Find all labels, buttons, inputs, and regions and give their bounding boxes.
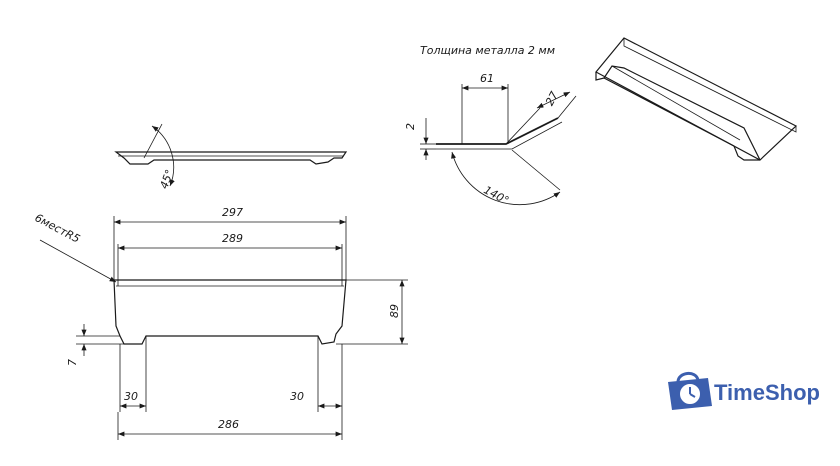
section-thickness-label: 2 [404,123,417,130]
section-flange-label: 27 [543,89,561,107]
side-view: 45° [114,123,348,191]
cross-section: 61 27 2 140° [404,72,577,207]
notch-height-label: 7 [66,359,79,366]
section-width-label: 61 [480,72,494,85]
notch-right-label: 30 [290,390,304,403]
logo-text: TimeShop [714,380,820,405]
isometric-view [595,37,798,161]
timeshop-logo[interactable]: TimeShop [668,372,820,410]
front-view: 297 289 6местR5 89 7 30 30 286 [33,206,408,440]
section-angle-label: 140° [482,183,512,207]
overall-width-label: 297 [222,206,243,219]
shopping-bag-clock-icon [668,372,712,410]
height-label: 89 [388,304,401,318]
metal-thickness-note: Толщина металла 2 мм [420,44,555,57]
side-angle-label: 45° [158,168,177,191]
notch-left-label: 30 [124,390,138,403]
bottom-width-label: 286 [218,418,239,431]
top-width-label: 289 [222,232,243,245]
radius-note-label: 6местR5 [33,211,83,246]
